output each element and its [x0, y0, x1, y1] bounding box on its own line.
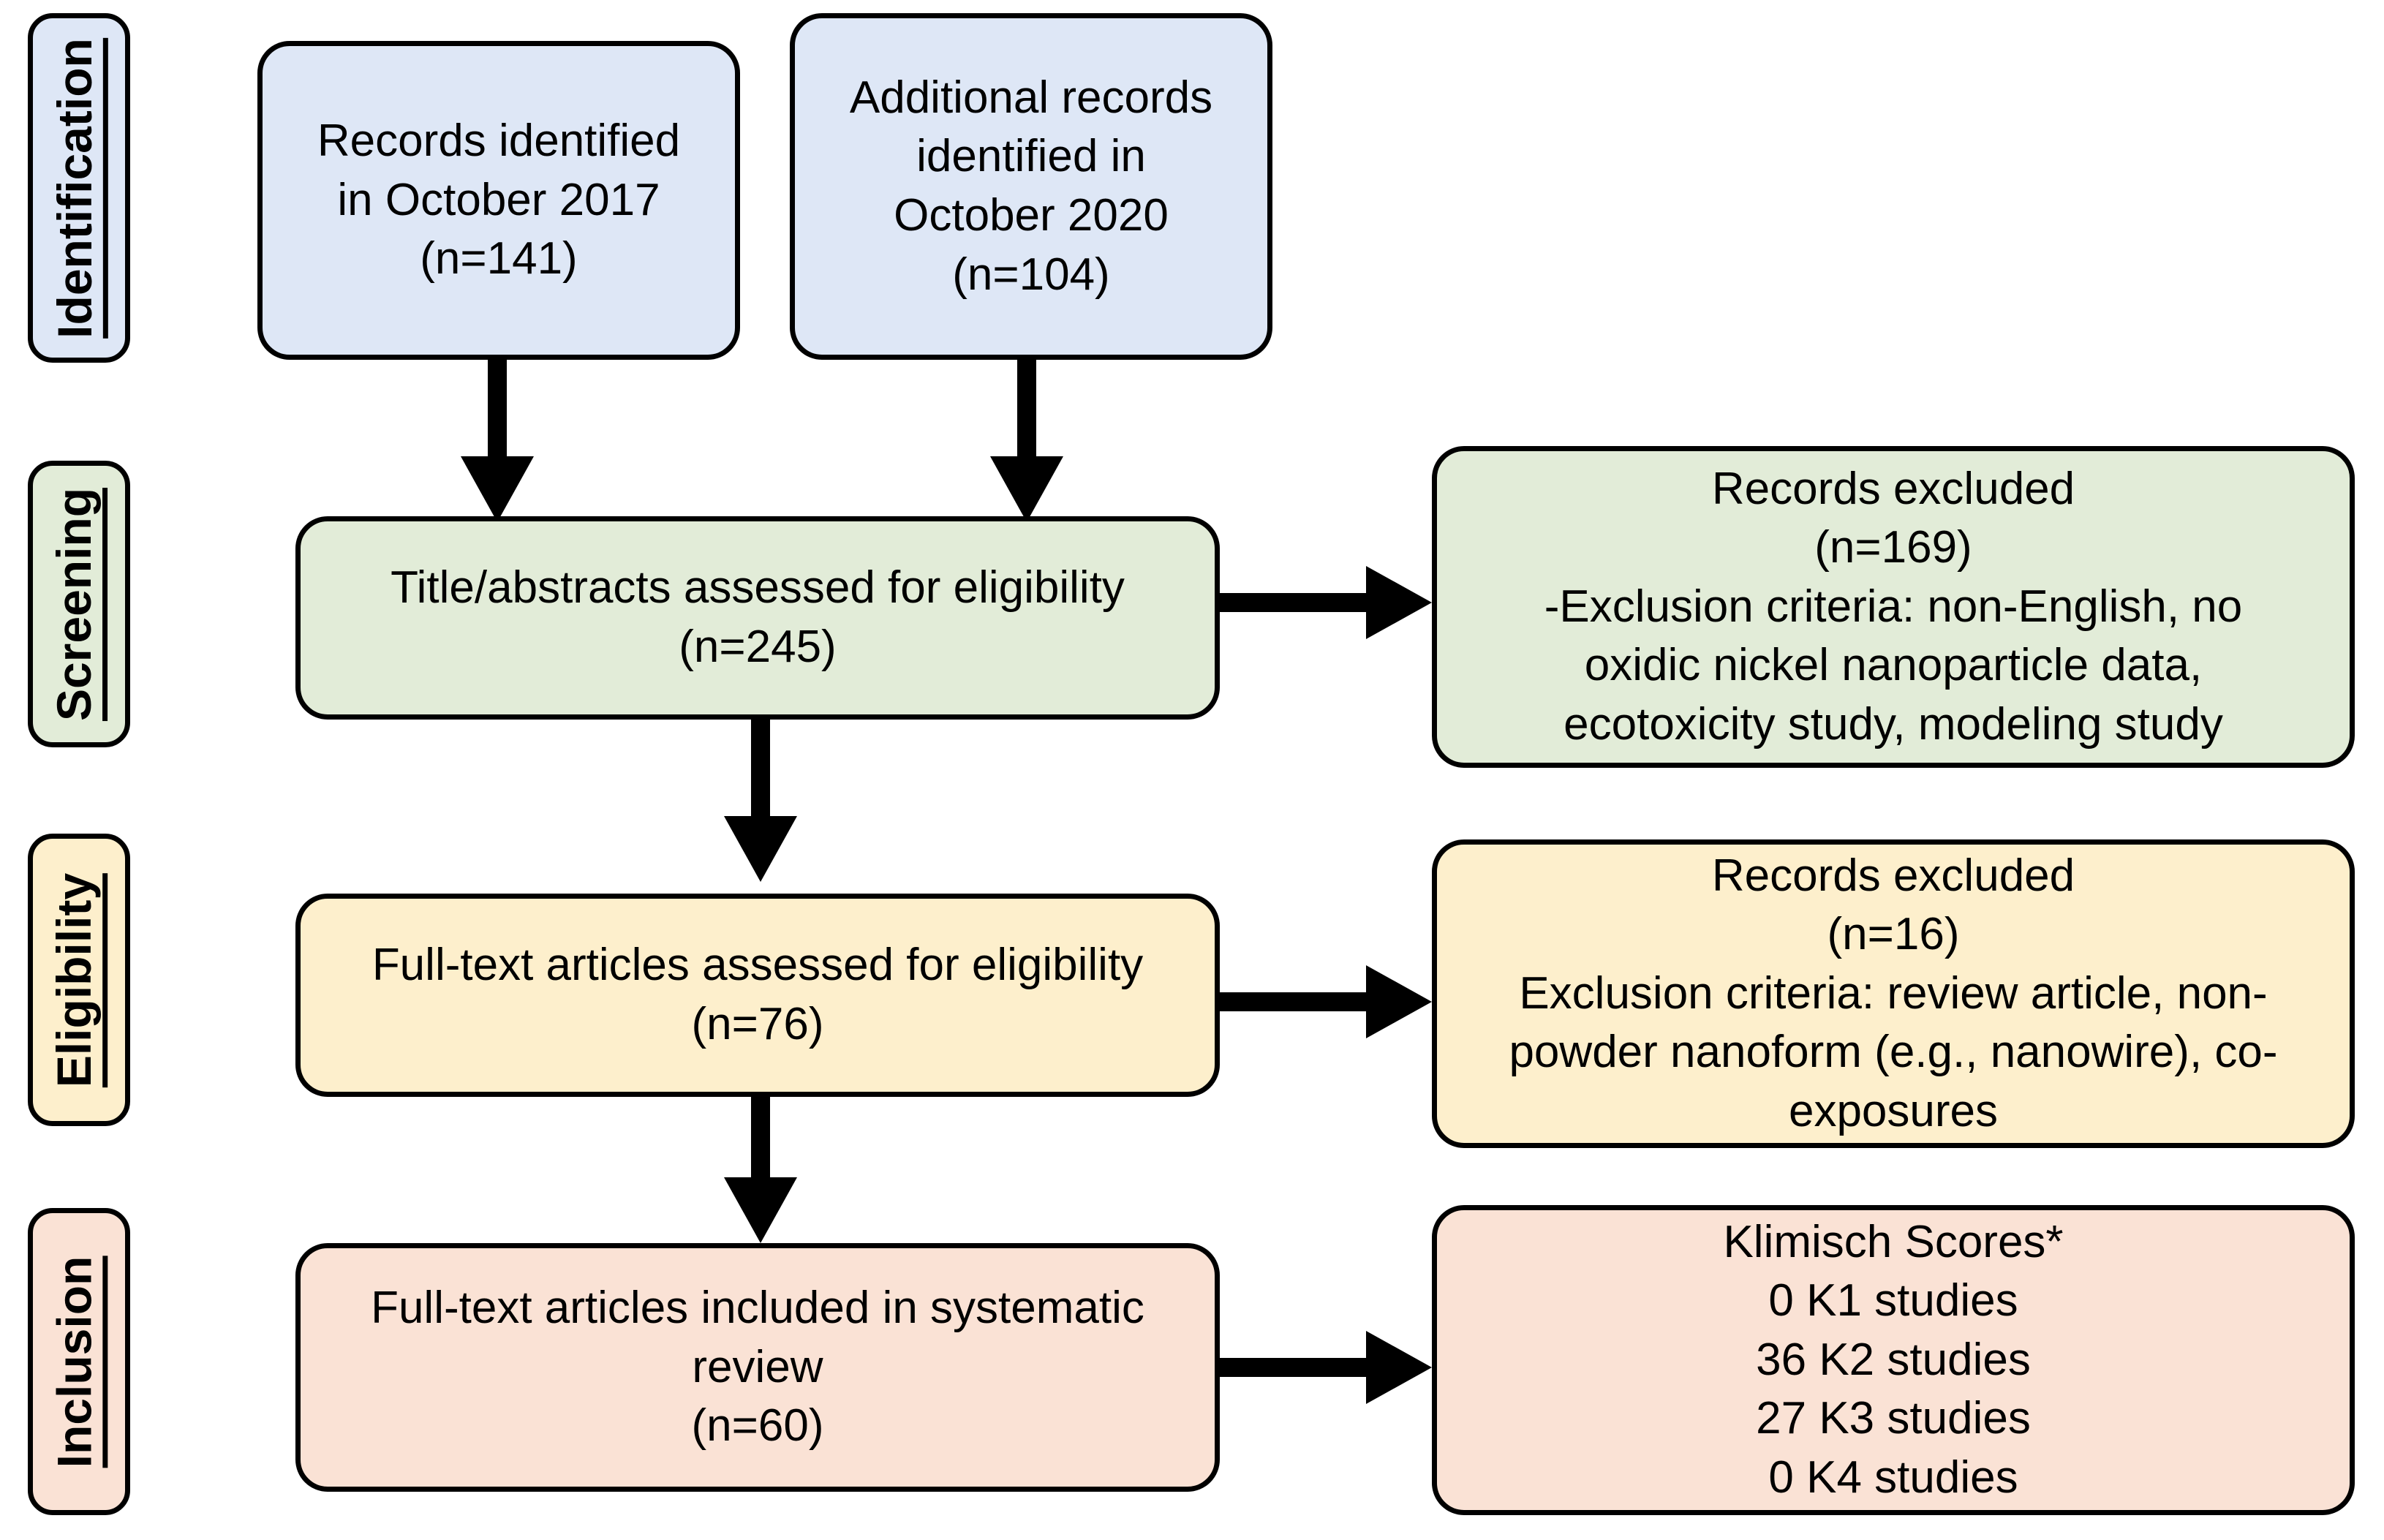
- arrow-fulltext-to-included: [724, 1097, 797, 1243]
- box-line: (n=16): [1827, 909, 1960, 960]
- box-line: Full-text articles included in systemati…: [371, 1283, 1144, 1334]
- box-line: (n=141): [420, 233, 578, 284]
- stage-label-inclusion: Inclusion: [28, 1208, 130, 1515]
- stage-label-identification-text: Identification: [48, 37, 108, 339]
- box-line: ecotoxicity study, modeling study: [1563, 698, 2223, 750]
- box-line: in October 2017: [337, 174, 660, 225]
- box-line: Records excluded: [1711, 463, 2075, 514]
- box-line: (n=60): [691, 1400, 824, 1452]
- box-additional-records-2020: Additional records identified in October…: [790, 13, 1272, 360]
- box-line: 27 K3 studies: [1756, 1393, 2031, 1444]
- box-included-in-review: Full-text articles included in systemati…: [295, 1243, 1220, 1492]
- arrow-records2020-to-screen: [990, 360, 1063, 522]
- box-line: 36 K2 studies: [1756, 1334, 2031, 1385]
- box-line: powder nanoform (e.g., nanowire), co-: [1509, 1027, 2278, 1078]
- arrow-records2017-to-screen: [461, 360, 534, 522]
- arrow-included-to-klimisch: [1220, 1331, 1432, 1404]
- box-line: Records excluded: [1711, 850, 2075, 901]
- box-records-excluded-eligibility: Records excluded (n=16) Exclusion criter…: [1432, 839, 2355, 1148]
- box-line: (n=169): [1814, 522, 1972, 573]
- box-records-identified-2017: Records identified in October 2017 (n=14…: [257, 41, 740, 360]
- box-line: review: [692, 1341, 823, 1392]
- box-klimisch-scores: Klimisch Scores* 0 K1 studies 36 K2 stud…: [1432, 1205, 2355, 1515]
- arrow-fulltext-to-excluded: [1220, 965, 1432, 1038]
- stage-label-eligibility-text: Eligibility: [48, 872, 108, 1087]
- box-records-excluded-screening: Records excluded (n=169) -Exclusion crit…: [1432, 446, 2355, 768]
- box-line: exposures: [1788, 1085, 1999, 1136]
- box-line: Exclusion criteria: review article, non-: [1519, 967, 2268, 1019]
- arrow-screen-to-fulltext: [724, 720, 797, 882]
- box-line: October 2020: [894, 190, 1169, 241]
- arrow-screen-to-excluded: [1220, 566, 1432, 639]
- stage-label-identification: Identification: [28, 13, 130, 363]
- stage-label-inclusion-text: Inclusion: [48, 1256, 108, 1468]
- stage-label-screening: Screening: [28, 461, 130, 747]
- box-line: Full-text articles assessed for eligibil…: [371, 940, 1144, 991]
- box-line: oxidic nickel nanoparticle data,: [1584, 640, 2203, 691]
- box-line: 0 K1 studies: [1768, 1275, 2018, 1326]
- box-line: (n=245): [679, 622, 837, 672]
- box-fulltext-assessed: Full-text articles assessed for eligibil…: [295, 894, 1220, 1097]
- box-line: 0 K4 studies: [1768, 1452, 2018, 1503]
- stage-label-screening-text: Screening: [48, 487, 108, 721]
- stage-label-eligibility: Eligibility: [28, 834, 130, 1126]
- box-line: (n=76): [691, 999, 824, 1049]
- box-line: identified in: [916, 131, 1146, 182]
- box-line: Additional records: [849, 72, 1213, 123]
- box-line: -Exclusion criteria: non-English, no: [1544, 581, 2243, 632]
- box-title-abstracts-screened: Title/abstracts assessed for eligibility…: [295, 516, 1220, 720]
- box-line: (n=104): [952, 249, 1110, 300]
- box-line: Title/abstracts assessed for eligibility: [391, 562, 1125, 614]
- box-line: Records identified: [317, 116, 681, 167]
- box-line: Klimisch Scores*: [1723, 1216, 2064, 1267]
